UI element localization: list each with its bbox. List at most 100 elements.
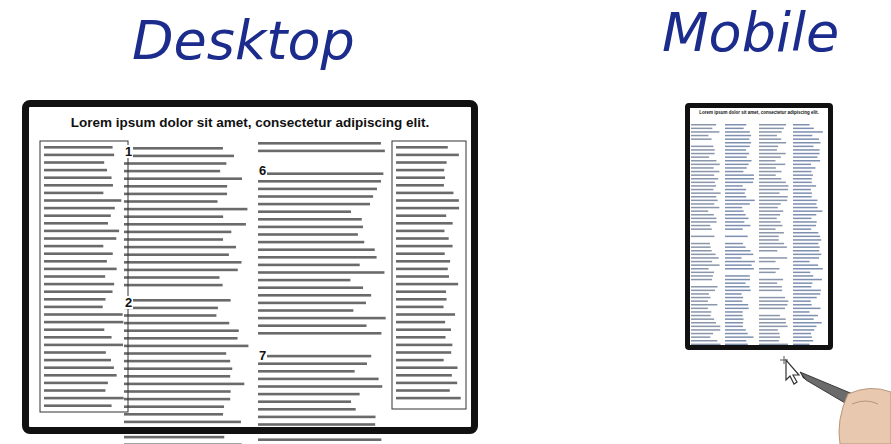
text-line	[124, 261, 241, 264]
text-line	[725, 268, 754, 270]
text-line	[691, 254, 716, 256]
text-line	[759, 156, 781, 158]
text-line	[725, 261, 755, 263]
text-line	[691, 250, 712, 252]
text-line	[759, 178, 781, 180]
text-line	[725, 174, 754, 176]
text-line	[725, 318, 743, 320]
text-line	[258, 210, 351, 213]
text-line	[691, 149, 715, 151]
text-line	[691, 218, 716, 220]
text-line	[124, 253, 229, 256]
text-line	[759, 326, 788, 328]
text-line	[258, 142, 381, 145]
text-lines	[44, 142, 461, 444]
text-line	[793, 268, 823, 270]
text-line	[759, 243, 784, 245]
text-line	[258, 195, 373, 198]
text-line	[759, 174, 776, 176]
text-line	[44, 374, 117, 377]
text-line	[396, 389, 450, 392]
text-line	[793, 286, 811, 288]
text-line	[793, 142, 821, 144]
text-line	[759, 333, 779, 335]
text-line	[691, 300, 708, 302]
text-line	[691, 279, 712, 281]
text-line	[691, 297, 711, 299]
text-line	[258, 423, 375, 426]
text-line	[793, 153, 820, 155]
text-line	[44, 351, 106, 354]
screen-frame: Lorem ipsum dolor sit amet, consectetur …	[22, 100, 478, 434]
text-line	[725, 189, 746, 191]
text-line	[793, 232, 818, 234]
text-line	[759, 279, 783, 281]
text-line	[258, 302, 366, 305]
text-line	[44, 192, 103, 195]
text-line	[124, 200, 218, 203]
callout-number: 2	[124, 296, 133, 309]
text-line	[691, 261, 712, 263]
text-line	[124, 322, 229, 325]
text-line	[793, 329, 814, 331]
text-line	[124, 307, 218, 310]
text-line	[124, 177, 242, 180]
text-line	[759, 329, 778, 331]
text-line	[725, 243, 743, 245]
text-line	[759, 290, 782, 292]
text-line	[691, 196, 716, 198]
text-lines	[691, 124, 823, 345]
text-line	[691, 326, 720, 328]
text-line	[396, 222, 453, 225]
text-line	[759, 192, 780, 194]
text-line	[396, 313, 455, 316]
text-line	[44, 214, 111, 217]
text-line	[258, 294, 371, 297]
text-line	[759, 257, 787, 259]
text-line	[793, 167, 815, 169]
text-line	[691, 164, 720, 166]
text-line	[725, 250, 751, 252]
text-line	[759, 167, 776, 169]
text-line	[759, 250, 777, 252]
text-line	[124, 390, 231, 393]
text-line	[691, 344, 721, 346]
text-line	[793, 210, 822, 212]
text-line	[691, 243, 710, 245]
text-line	[793, 236, 820, 238]
text-line	[258, 416, 376, 419]
text-line	[759, 203, 781, 205]
text-line	[793, 146, 813, 148]
text-line	[691, 315, 711, 317]
text-line	[124, 337, 238, 340]
text-line	[124, 238, 223, 241]
text-line	[725, 138, 749, 140]
text-line	[44, 169, 107, 172]
text-line	[725, 185, 743, 187]
text-line	[725, 153, 749, 155]
text-line	[725, 336, 754, 338]
text-line	[725, 340, 746, 342]
text-line	[793, 228, 811, 230]
text-line	[691, 290, 715, 292]
text-line	[759, 124, 786, 126]
headline: Lorem ipsum dolor sit amet, consectetur …	[33, 115, 467, 131]
text-line	[793, 178, 812, 180]
text-line	[759, 340, 779, 342]
text-line	[793, 182, 812, 184]
text-line	[725, 207, 742, 209]
text-line	[725, 149, 746, 151]
text-line	[44, 199, 121, 202]
text-line	[44, 389, 105, 392]
text-line	[44, 268, 117, 271]
text-line	[258, 233, 358, 236]
text-line	[793, 203, 816, 205]
text-line	[44, 222, 108, 225]
text-line	[396, 260, 450, 263]
text-line	[793, 192, 812, 194]
text-line	[793, 171, 812, 173]
text-line	[759, 210, 783, 212]
text-line	[124, 215, 223, 218]
text-line	[44, 237, 116, 240]
pen-and-hand	[780, 356, 891, 444]
